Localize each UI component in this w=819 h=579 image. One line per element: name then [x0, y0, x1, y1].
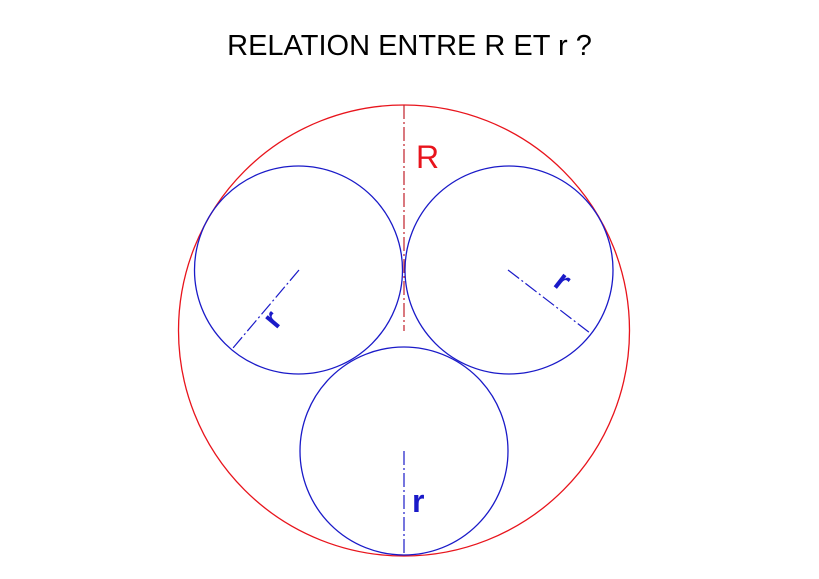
small-radius-line-left — [232, 269, 300, 349]
small-radius-line-right — [507, 269, 591, 334]
small-radius-label-right: r — [548, 265, 578, 298]
small-circle-left — [193, 165, 404, 375]
small-radius-label-bottom: r — [412, 483, 424, 519]
big-radius-label: R — [416, 139, 439, 175]
small-radius-label-left: r — [256, 304, 289, 334]
small-circle-right — [404, 165, 614, 375]
small-circle-bottom — [299, 346, 509, 556]
diagram-title: RELATION ENTRE R ET r ? — [227, 30, 592, 62]
